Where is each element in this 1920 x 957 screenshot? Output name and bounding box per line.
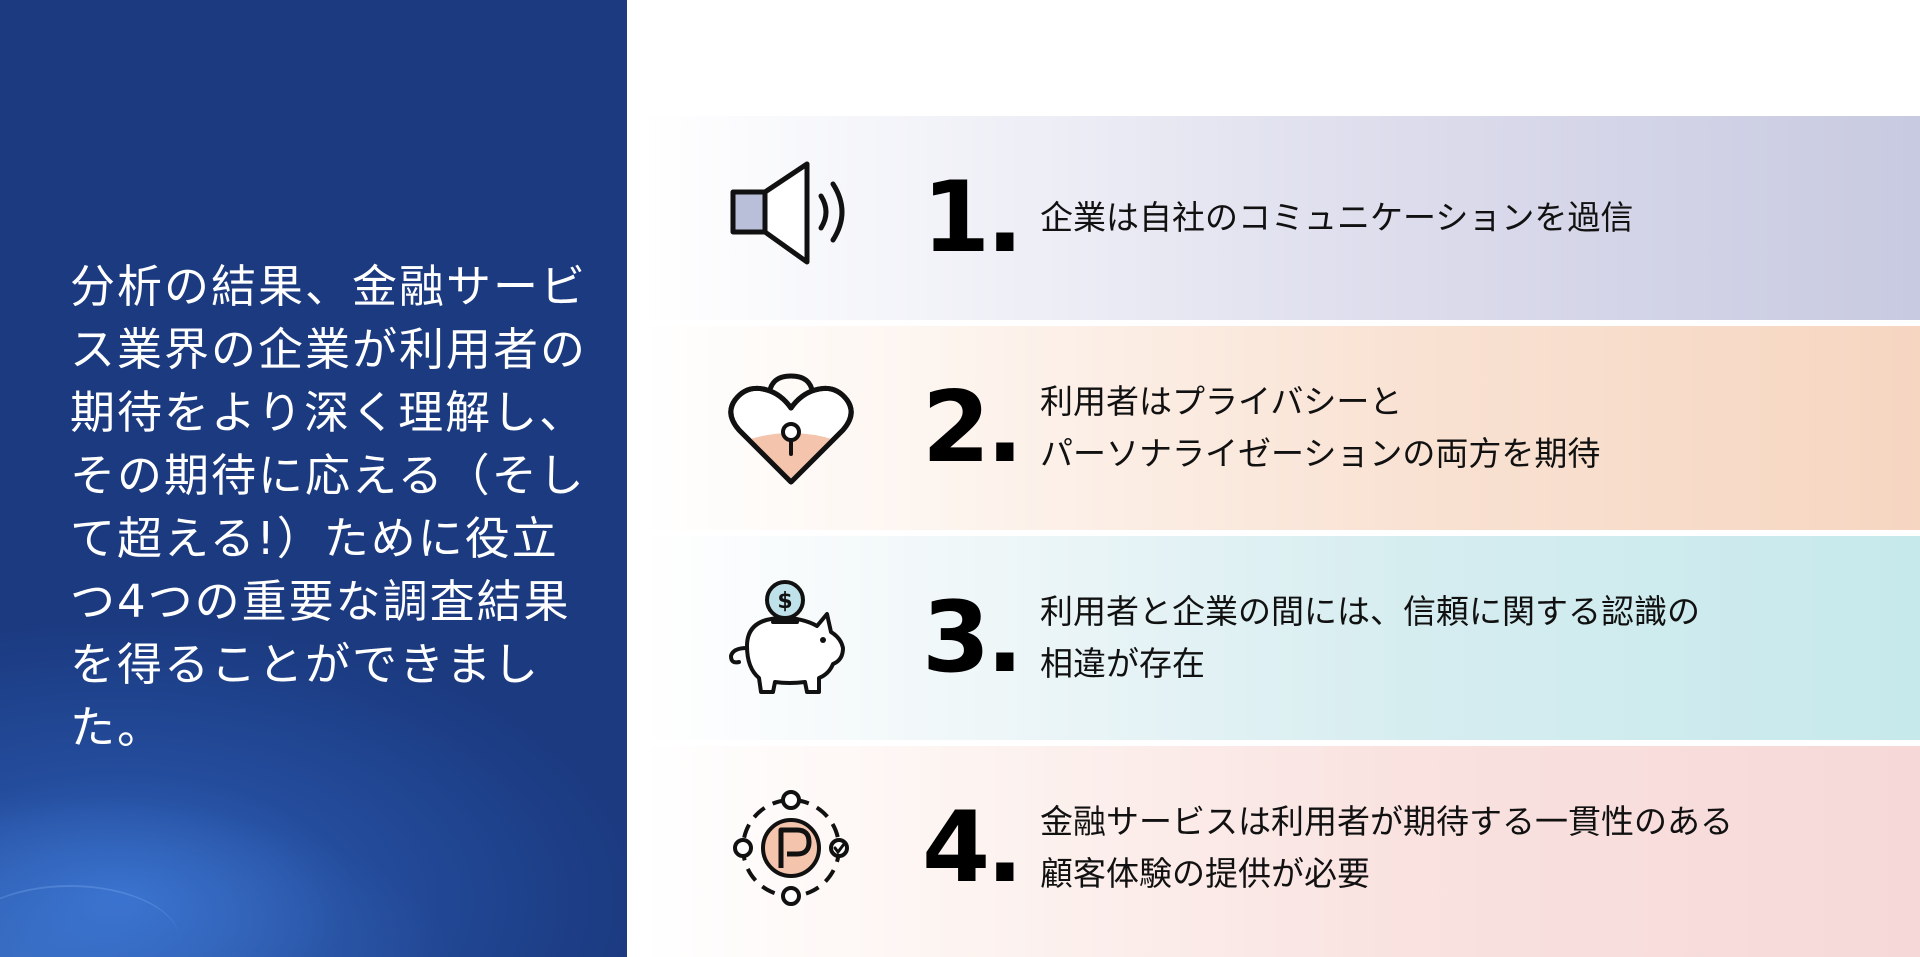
finding-text: 企業は自社のコミュニケーションを過信 xyxy=(1040,116,1900,320)
finding-line: パーソナライゼーションの両方を期待 xyxy=(1040,434,1601,473)
finding-line: 企業は自社のコミュニケーションを過信 xyxy=(1040,198,1634,237)
finding-4: 4. 金融サービスは利用者が期待する一貫性のある 顧客体験の提供が必要 xyxy=(640,746,1920,957)
piggy-bank-icon: $ xyxy=(723,578,859,698)
intro-text: 分析の結果、金融サービス業界の企業が利用者の期待をより深く理解し、その期待に応え… xyxy=(70,260,588,754)
finding-line: 顧客体験の提供が必要 xyxy=(1040,854,1370,893)
finding-number: 4. xyxy=(922,791,1023,905)
finding-line: 金融サービスは利用者が期待する一貫性のある xyxy=(1040,802,1733,841)
finding-text: 金融サービスは利用者が期待する一貫性のある 顧客体験の提供が必要 xyxy=(1040,746,1900,950)
megaphone-icon xyxy=(723,158,859,278)
finding-number: 1. xyxy=(922,161,1023,275)
finding-number: 3. xyxy=(922,581,1023,695)
svg-text:$: $ xyxy=(777,589,792,614)
finding-number: 2. xyxy=(922,371,1023,485)
finding-3: $ 3. 利用者と企業の間には、信頼に関する認識の 相違が存在 xyxy=(640,536,1920,740)
finding-line: 利用者と企業の間には、信頼に関する認識の xyxy=(1040,592,1700,631)
finding-1: 1. 企業は自社のコミュニケーションを過信 xyxy=(640,116,1920,320)
decorative-wave xyxy=(0,885,180,957)
finding-2: 2. 利用者はプライバシーと パーソナライゼーションの両方を期待 xyxy=(640,326,1920,530)
finding-text: 利用者はプライバシーと パーソナライゼーションの両方を期待 xyxy=(1040,326,1900,530)
intro-panel: 分析の結果、金融サービス業界の企業が利用者の期待をより深く理解し、その期待に応え… xyxy=(0,0,627,957)
finding-line: 相違が存在 xyxy=(1040,644,1205,683)
heart-lock-icon xyxy=(723,368,859,488)
finding-text: 利用者と企業の間には、信頼に関する認識の 相違が存在 xyxy=(1040,536,1900,740)
finding-line: 利用者はプライバシーと xyxy=(1040,382,1403,421)
connected-p-icon xyxy=(723,788,859,908)
